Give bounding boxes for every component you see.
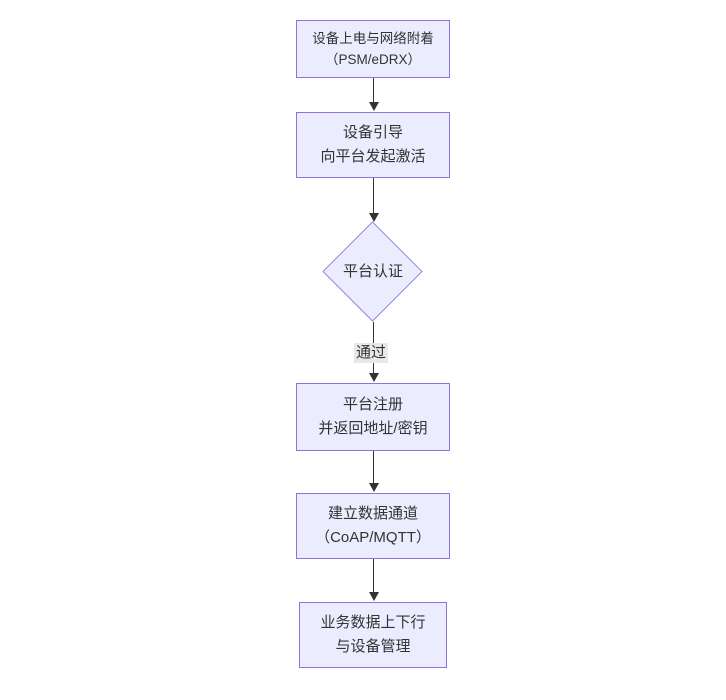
arrowhead-icon (368, 483, 379, 492)
node-business-data-device-mgmt: 业务数据上下行 与设备管理 (299, 602, 447, 668)
node-text-line: （PSM/eDRX） (324, 52, 422, 67)
node-platform-register: 平台注册 并返回地址/密钥 (296, 383, 450, 451)
edge-line (373, 559, 374, 592)
arrow-down-icon (367, 178, 380, 222)
arrowhead-icon (368, 592, 379, 601)
node-text-line: 并返回地址/密钥 (318, 420, 428, 437)
node-text-line: 设备上电与网络附着 (312, 31, 434, 46)
node-text-line: 建立数据通道 (327, 505, 418, 522)
arrowhead-icon (368, 373, 379, 382)
edge-label-pass: 通过 (354, 343, 389, 363)
node-text-line: 平台注册 (342, 396, 403, 413)
arrow-down-icon (367, 559, 380, 601)
node-text-line: （CoAP/MQTT） (315, 529, 431, 546)
edge-line (373, 78, 374, 102)
arrow-down-icon (367, 451, 380, 492)
arrowhead-icon (368, 213, 379, 222)
edge-line (373, 178, 374, 213)
node-text-line: 设备引导 (342, 124, 403, 141)
node-text-line: 向平台发起激活 (320, 148, 426, 165)
arrowhead-icon (368, 102, 379, 111)
node-establish-data-channel: 建立数据通道 （CoAP/MQTT） (296, 493, 450, 559)
decision-platform-auth-label: 平台认证 (342, 263, 403, 280)
node-text-line: 业务数据上下行 (320, 614, 426, 631)
node-text-line: 与设备管理 (335, 638, 411, 655)
node-device-power-network-attach: 设备上电与网络附着 （PSM/eDRX） (296, 20, 450, 78)
edge-line (373, 451, 374, 483)
node-device-bootstrap-activate: 设备引导 向平台发起激活 (296, 112, 450, 178)
arrow-down-icon (367, 78, 380, 111)
